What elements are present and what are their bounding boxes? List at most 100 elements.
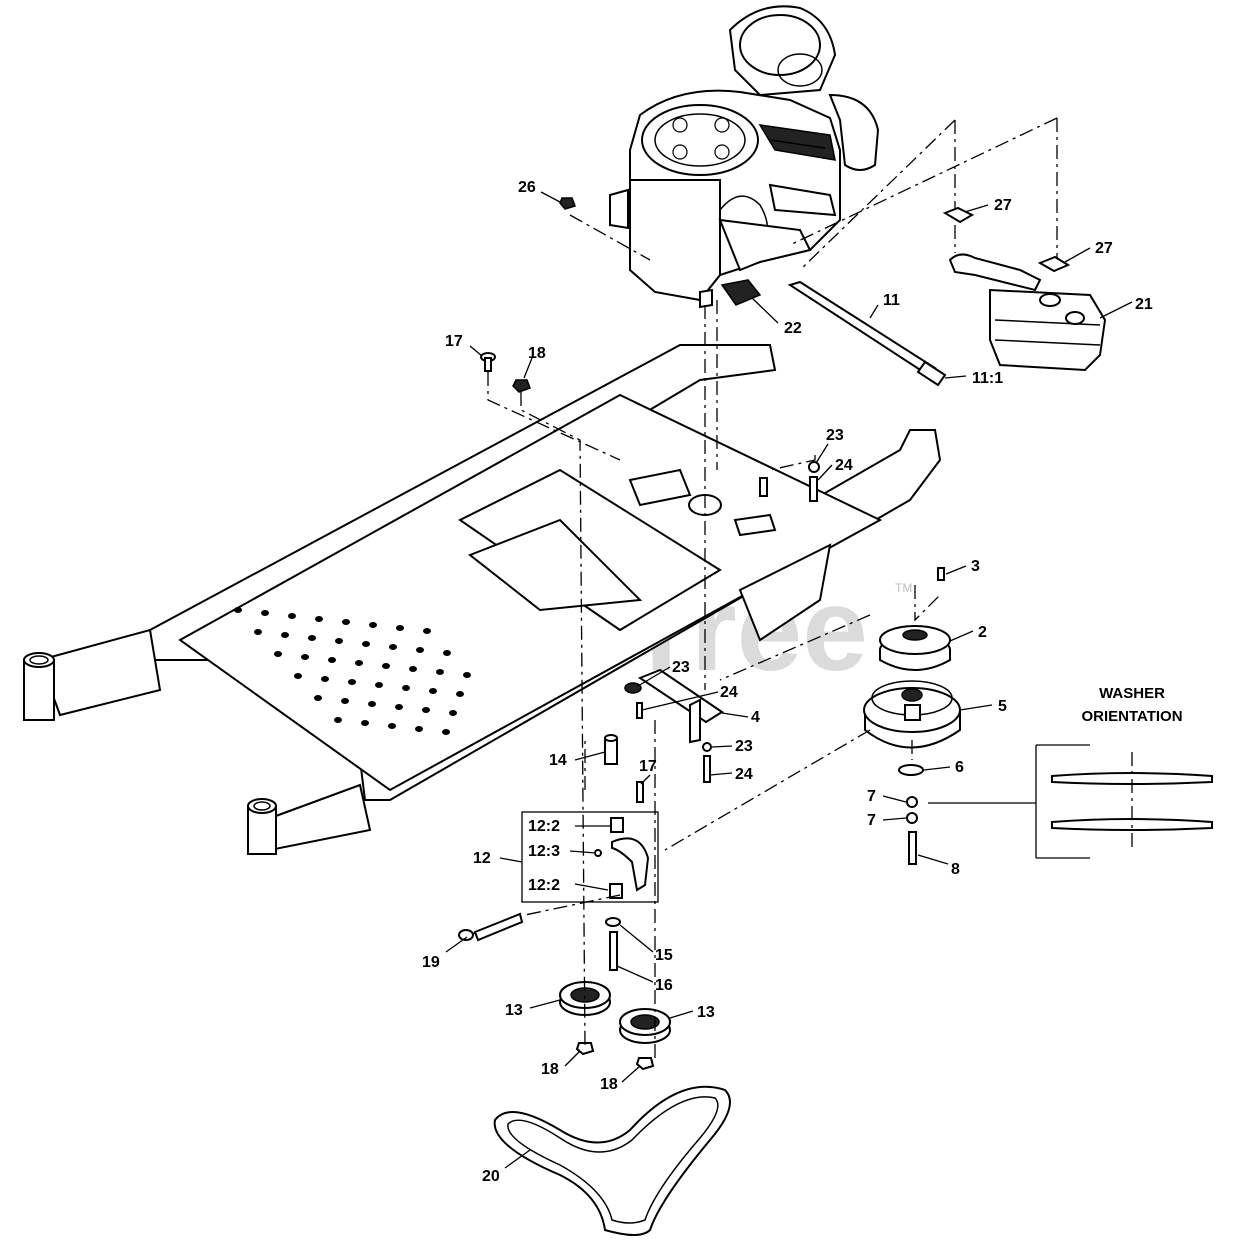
clutch-5 — [863, 680, 961, 749]
deck-hole — [442, 729, 450, 735]
idler-pulleys-13 — [559, 981, 671, 1071]
callout-7-lower: 7 — [867, 812, 876, 829]
callout-18-top: 18 — [528, 345, 546, 362]
bolt-17-top — [480, 352, 496, 372]
spacer-14 — [604, 734, 618, 765]
callout-26: 26 — [518, 179, 536, 196]
deck-hole — [254, 629, 262, 635]
callout-7-upper: 7 — [867, 788, 876, 805]
callout-24-mid: 24 — [720, 684, 738, 701]
deck-hole — [281, 632, 289, 638]
deck-hole — [334, 717, 342, 723]
callout-16: 16 — [655, 977, 673, 994]
deck-hole — [389, 644, 397, 650]
callout-4: 4 — [751, 709, 760, 726]
callout-23-top: 23 — [826, 427, 844, 444]
callout-11-1: 11:1 — [972, 370, 1003, 387]
callout-21: 21 — [1135, 296, 1153, 313]
callout-18-left: 18 — [541, 1061, 559, 1078]
callout-12: 12 — [473, 850, 491, 867]
muffler-21 — [948, 253, 1107, 372]
deck-hole — [396, 625, 404, 631]
callout-2: 2 — [978, 624, 987, 641]
deck-hole — [368, 701, 376, 707]
deck-hole — [443, 650, 451, 656]
callout-22: 22 — [784, 320, 802, 337]
callout-24-top: 24 — [835, 457, 853, 474]
deck-hole — [436, 669, 444, 675]
gaskets-27 — [942, 206, 1071, 273]
deck-hole-pattern — [234, 607, 471, 735]
callout-12-3: 12:3 — [528, 843, 560, 860]
deck-hole — [288, 613, 296, 619]
deck-hole — [422, 707, 430, 713]
deck-hole — [423, 628, 431, 634]
deck-hole — [315, 616, 323, 622]
callout-8: 8 — [951, 861, 960, 878]
callout-20: 20 — [482, 1168, 500, 1185]
deck-hole — [335, 638, 343, 644]
callout-17-top: 17 — [445, 333, 463, 350]
callout-14: 14 — [549, 752, 567, 769]
deck-hole — [342, 619, 350, 625]
deck-hole — [369, 622, 377, 628]
deck-hole — [362, 641, 370, 647]
caster-mounts — [23, 652, 277, 855]
idler-arm-12 — [521, 811, 659, 903]
callout-15: 15 — [655, 947, 673, 964]
leader-lines — [445, 191, 1133, 1169]
callout-6: 6 — [955, 759, 964, 776]
callout-27-upper: 27 — [994, 197, 1012, 214]
washers-6-7-bolt-8 — [898, 764, 924, 865]
washer-15-bolt-16 — [605, 917, 621, 971]
spring-19 — [458, 912, 524, 942]
deck-hole — [463, 672, 471, 678]
callout-18-right: 18 — [600, 1076, 618, 1093]
washer-orientation-inset: WASHER ORIENTATION — [928, 685, 1213, 859]
callout-13-left: 13 — [505, 1002, 523, 1019]
callout-11: 11 — [883, 292, 900, 309]
assembly-lines — [487, 117, 1058, 1060]
dipstick-tube-11 — [787, 280, 947, 387]
deck-hole — [308, 635, 316, 641]
callout-27-lower: 27 — [1095, 240, 1113, 257]
deck-hole — [355, 660, 363, 666]
nut-26 — [559, 197, 576, 210]
deck-hole — [301, 654, 309, 660]
pulley-2 — [879, 567, 951, 671]
deck-hole — [361, 720, 369, 726]
deck-hole — [261, 610, 269, 616]
deck-hole — [321, 676, 329, 682]
deck-hole — [416, 647, 424, 653]
deck-hole — [429, 688, 437, 694]
deck-hole — [294, 673, 302, 679]
washer-orientation-line2: ORIENTATION — [1081, 708, 1182, 725]
bracket-4 — [624, 668, 724, 803]
deck-hole — [382, 663, 390, 669]
deck-hole — [415, 726, 423, 732]
callout-labels: 26 27 27 21 11 11:1 22 17 18 23 24 3 2 5… — [422, 179, 1153, 1185]
callout-3: 3 — [971, 558, 980, 575]
deck-hole — [341, 698, 349, 704]
callout-23-mid: 23 — [672, 659, 690, 676]
deck-hole — [409, 666, 417, 672]
callout-12-2-upper: 12:2 — [528, 818, 560, 835]
deck-hole — [375, 682, 383, 688]
deck-hole — [395, 704, 403, 710]
deck-hole — [449, 710, 457, 716]
mower-frame — [38, 344, 942, 852]
callout-23-low: 23 — [735, 738, 753, 755]
callout-12-2-lower: 12:2 — [528, 877, 560, 894]
nut-18-top — [512, 379, 531, 393]
deck-hole — [402, 685, 410, 691]
watermark-trademark: TM — [895, 581, 912, 595]
deck-hole — [234, 607, 242, 613]
washer-orientation-line1: WASHER — [1099, 685, 1165, 702]
deck-hole — [314, 695, 322, 701]
deck-hole — [274, 651, 282, 657]
callout-19: 19 — [422, 954, 440, 971]
belt-20 — [493, 1085, 731, 1236]
engine-illustration — [609, 5, 880, 309]
